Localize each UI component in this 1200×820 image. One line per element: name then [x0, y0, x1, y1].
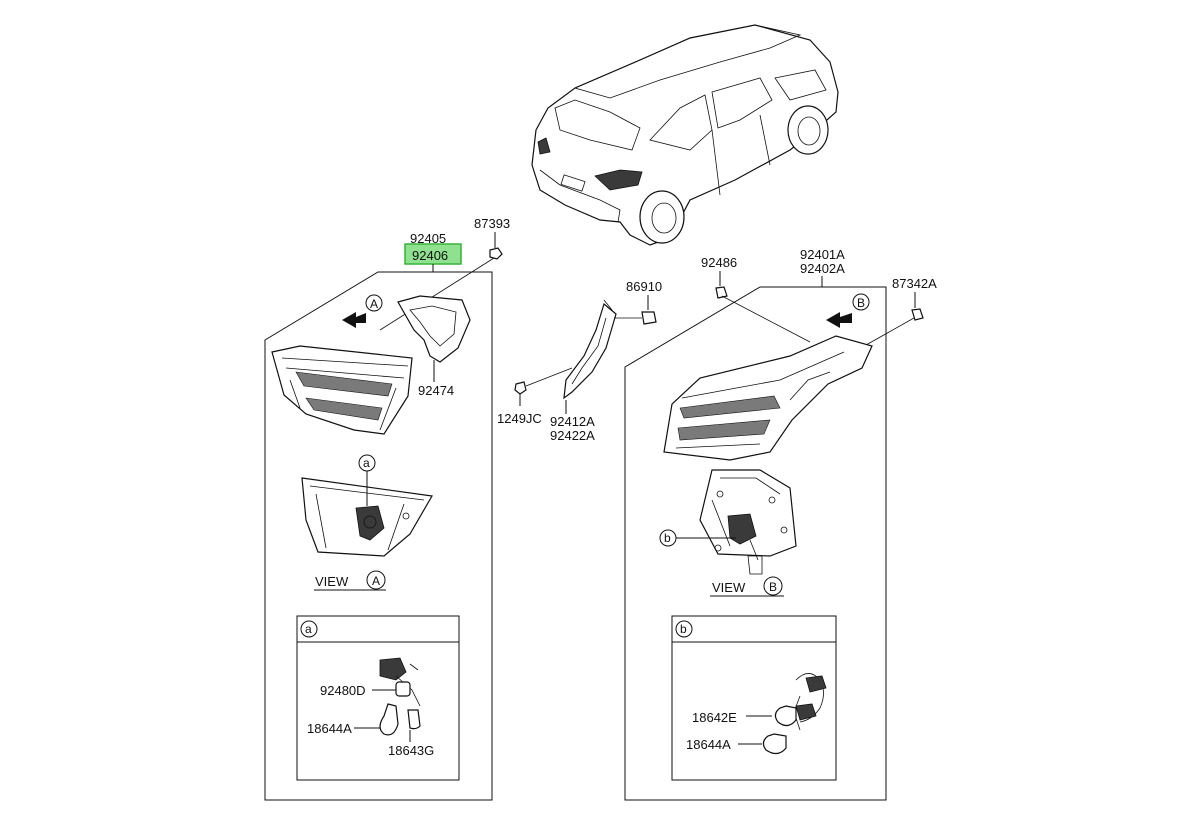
inner-lamp-92406 [271, 345, 413, 435]
part-label-92402a[interactable]: 92402A [800, 261, 845, 276]
part-label-92412a[interactable]: 92412A [550, 414, 595, 429]
bulb-18644a-right [762, 733, 787, 755]
part-label-92401a[interactable]: 92401A [800, 247, 845, 262]
part-label-92486[interactable]: 92486 [701, 255, 737, 270]
part-label-18643g[interactable]: 18643G [388, 743, 434, 758]
outer-lamp-panel: 92486 92401A 92402A 87342A B [624, 247, 937, 801]
callout-a-label: a [363, 456, 370, 470]
view-b-caption: VIEW [712, 580, 746, 595]
callout-b-circle[interactable] [659, 529, 677, 547]
part-label-92406[interactable]: 92406 [412, 248, 448, 263]
socket-b-icon [795, 703, 817, 721]
part-label-87393[interactable]: 87393 [474, 216, 510, 231]
view-a-detail: a [301, 454, 433, 557]
view-a-arrow-icon [342, 312, 366, 328]
outer-lamp-92401a [663, 335, 873, 461]
vehicle-illustration [531, 24, 839, 246]
detail-box-b-marker: b [680, 622, 687, 636]
socket-92480d [379, 657, 407, 681]
part-label-87342a[interactable]: 87342A [892, 276, 937, 291]
detail-box-b: b 18642E 18644A [671, 615, 837, 781]
nut-87342a-icon [911, 308, 924, 321]
part-label-92405[interactable]: 92405 [410, 231, 446, 246]
nut-87393-icon [489, 247, 503, 260]
middle-parts: 86910 1249JC 92412A 92422A [497, 279, 662, 443]
view-b-arrow-icon [826, 312, 852, 328]
clip-92486-icon [715, 286, 728, 299]
reflector-92412a [563, 302, 617, 400]
inner-lamp-panel: 92405 92406 87393 A 92474 [264, 216, 510, 801]
view-marker-a-top: A [370, 297, 378, 311]
view-b-caption-marker: B [769, 580, 777, 594]
bulb-18643g [407, 709, 421, 730]
part-label-18642e[interactable]: 18642E [692, 710, 737, 725]
callout-a-circle[interactable] [358, 454, 376, 472]
gasket-92474 [397, 295, 471, 363]
part-label-92474[interactable]: 92474 [418, 383, 454, 398]
bulb-18644a-left [379, 703, 399, 736]
detail-box-a: a 92480D 18644A 18643G [296, 615, 460, 781]
part-label-18644a-left[interactable]: 18644A [307, 721, 352, 736]
part-label-86910[interactable]: 86910 [626, 279, 662, 294]
part-label-1249jc[interactable]: 1249JC [497, 411, 542, 426]
view-marker-b-top: B [857, 296, 865, 310]
clip-86910-icon [641, 311, 657, 325]
part-label-92422a[interactable]: 92422A [550, 428, 595, 443]
bulb-18642e [774, 705, 797, 727]
callout-b-label: b [664, 531, 671, 545]
detail-box-a-marker: a [305, 622, 312, 636]
screw-1249jc-icon [514, 381, 527, 395]
view-b-detail: b [659, 469, 797, 575]
part-label-92480d[interactable]: 92480D [320, 683, 366, 698]
part-label-18644a-right[interactable]: 18644A [686, 737, 731, 752]
view-a-caption: VIEW [315, 574, 349, 589]
view-a-caption-marker: A [372, 574, 380, 588]
